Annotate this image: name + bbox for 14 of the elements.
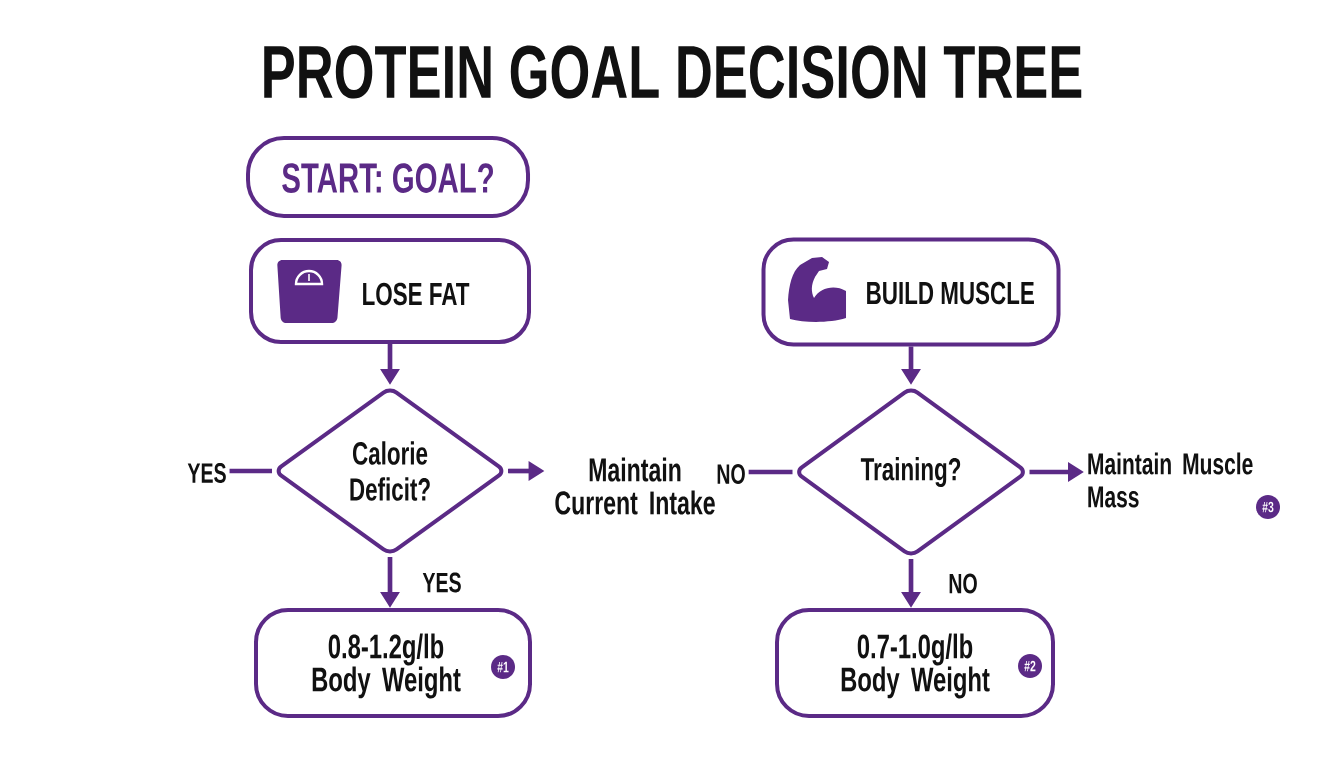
title: PROTEIN GOAL DECISION TREE [264,45,1082,99]
number-badge: #1 [491,655,515,679]
branch-label: YES [187,463,226,483]
goal-box: BUILD MUSCLE [761,237,1061,347]
start-box: START: GOAL? [246,136,530,218]
edge-label: YES [419,569,465,596]
edge-label: NO [945,570,981,597]
connector-line [748,469,793,475]
number-badge: #2 [1018,654,1042,678]
outcome-text: Maintain Current Intake [555,457,715,515]
connector-line [229,468,272,474]
number-badge: #3 [1256,495,1280,519]
branch-label: NO [717,464,745,484]
outcome-text: Maintain Muscle Mass [1088,452,1253,508]
